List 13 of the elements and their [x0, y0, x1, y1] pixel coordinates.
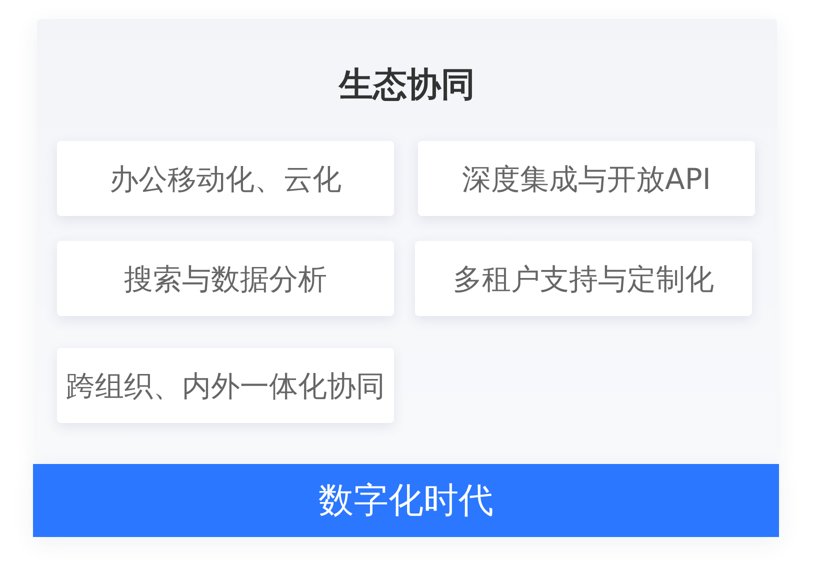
feature-text: 办公移动化、云化 — [110, 160, 342, 196]
feature-box — [415, 241, 752, 316]
panel-title: 生态协同 — [337, 65, 476, 105]
feature-text: 多租户支持与定制化 — [453, 260, 714, 296]
feature-text: 搜索与数据分析 — [124, 260, 327, 296]
feature-box — [57, 348, 394, 423]
feature-box — [57, 141, 394, 216]
feature-text: 深度集成与开放API — [462, 160, 711, 196]
feature-box — [418, 141, 755, 216]
feature-box — [57, 241, 394, 316]
base-band — [33, 464, 779, 537]
feature-text: 跨组织、内外一体化协同 — [66, 368, 385, 404]
band-text: 数字化时代 — [318, 480, 494, 522]
